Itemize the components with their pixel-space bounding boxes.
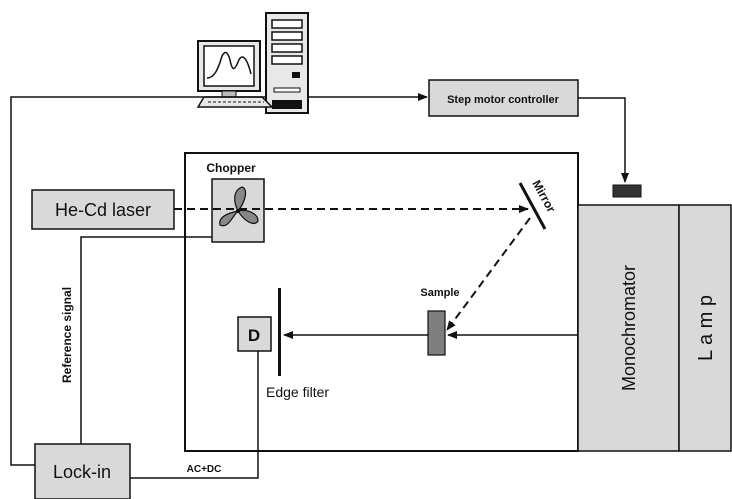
computer-to-lockin-wire [10,96,266,466]
reference-signal-wire [80,236,212,444]
controller-to-monochromator-wire [578,97,629,183]
chopper-label: Chopper [206,161,256,175]
monochromator-box [577,204,680,452]
step-motor-controller-label: Step motor controller [447,94,560,106]
laser-label: He-Cd laser [55,200,151,220]
mirror [518,182,547,230]
detector-box [237,316,272,352]
laser-box [31,189,175,230]
lockin-label: Lock-in [53,462,111,482]
lamp-label: L a m p [695,295,717,361]
reflected-beam [446,217,531,331]
ac-dc-label: AC+DC [187,464,222,475]
detector-label: D [248,326,260,345]
sample [427,310,446,356]
lockin-box [34,443,131,499]
fan-blade-icon [219,186,259,227]
monochromator-port [612,184,642,198]
edge-filter-label: Edge filter [266,384,329,400]
step-motor-controller-box [428,79,579,117]
sample-label: Sample [420,287,459,299]
reference-signal-label: Reference signal [60,287,74,383]
detector-to-lockin-wire [130,351,259,479]
monochromator-label: Monochromator [619,265,639,391]
edge-filter [278,288,281,376]
computer-icon [196,12,309,114]
lamp-box [678,204,732,452]
